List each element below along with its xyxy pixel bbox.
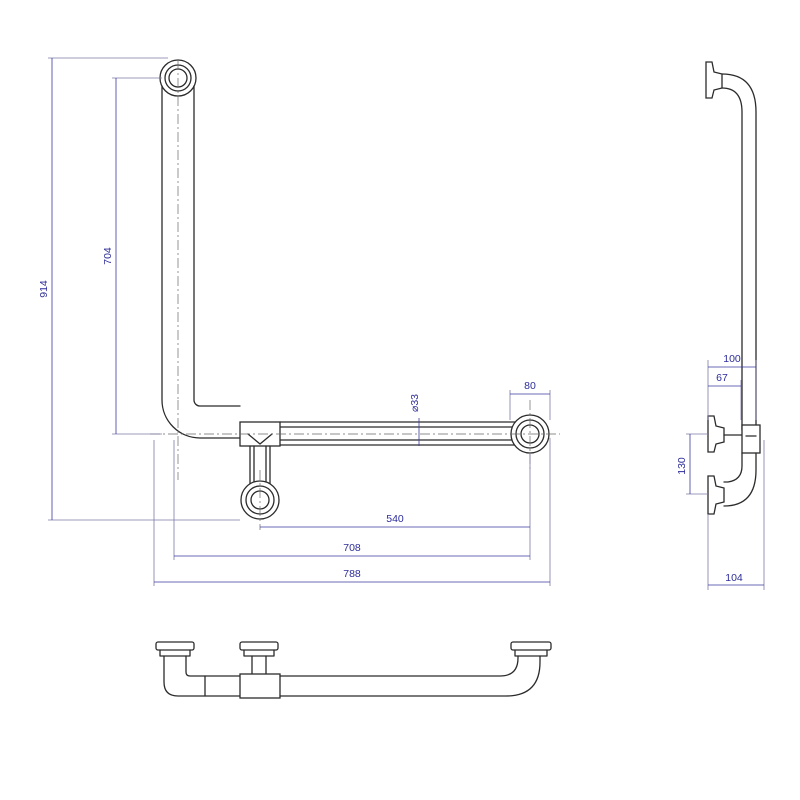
dim-130-label: 130 <box>676 457 688 475</box>
dim-914-label: 914 <box>38 280 50 298</box>
dim-67-label: 67 <box>716 372 728 384</box>
front-dimensions: 914 704 540 708 788 80 ⌀33 <box>38 57 551 586</box>
front-view <box>150 59 560 530</box>
dim-704-label: 704 <box>102 247 114 265</box>
dim-540-label: 540 <box>386 513 404 525</box>
vertical-tube <box>161 85 241 439</box>
vertical-tube-inner <box>193 85 241 407</box>
dim-diameter-label: ⌀33 <box>409 394 421 412</box>
side-view <box>705 61 761 515</box>
side-dimensions: 100 67 130 104 <box>676 353 765 590</box>
top-view <box>155 641 552 699</box>
dim-104-label: 104 <box>725 572 743 584</box>
dim-788-label: 788 <box>343 568 361 580</box>
dim-708-label: 708 <box>343 542 361 554</box>
dim-80-label: 80 <box>524 380 536 392</box>
dim-100-label: 100 <box>723 353 741 365</box>
